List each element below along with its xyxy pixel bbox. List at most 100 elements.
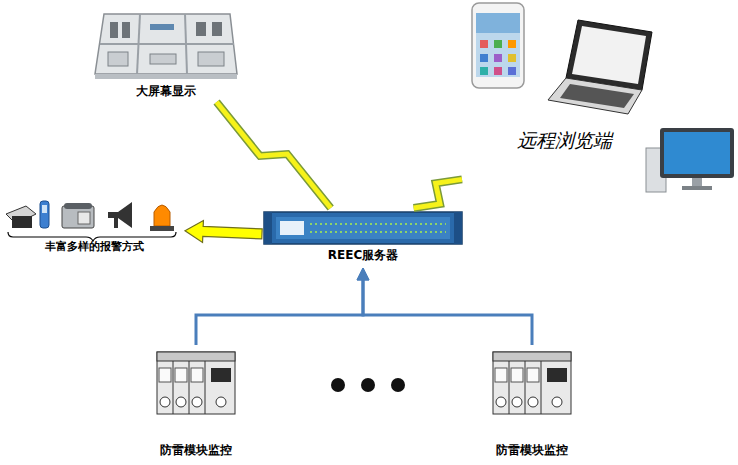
bolt-connector	[217, 102, 331, 208]
floor-edge	[95, 74, 237, 79]
desk	[150, 24, 174, 30]
terminal	[552, 397, 562, 407]
node-label: REEC服务器	[328, 248, 398, 262]
divider	[541, 361, 542, 414]
node-label: 丰富多样的报警方式	[45, 240, 144, 253]
elbow-connector	[357, 268, 532, 345]
rack	[212, 22, 222, 36]
terminal	[176, 397, 186, 407]
handset	[64, 203, 92, 209]
display	[211, 368, 231, 382]
bracket	[8, 232, 176, 241]
fat-connector	[185, 220, 262, 242]
horn-stand	[114, 218, 118, 228]
phone-icon	[472, 3, 524, 88]
rack-ear	[454, 212, 462, 244]
front-panel	[276, 217, 450, 239]
cabinet	[198, 52, 224, 66]
terminal	[512, 397, 522, 407]
alarm-icons	[6, 201, 174, 231]
floor-plan-screen	[95, 14, 237, 79]
divider	[189, 361, 190, 414]
spd-module-right	[493, 352, 571, 414]
wall	[100, 43, 234, 45]
terminal	[160, 397, 170, 407]
module-top	[493, 352, 571, 361]
window	[159, 368, 171, 382]
laptop-base	[548, 78, 642, 114]
phone-body	[472, 3, 524, 88]
remote-node: 远程浏览端	[462, 2, 735, 195]
monitor-neck	[692, 178, 702, 186]
rack	[122, 22, 130, 38]
divider	[525, 361, 526, 414]
arrow-head	[357, 268, 369, 280]
phone-widget	[476, 13, 520, 33]
app-icon	[480, 40, 488, 48]
bolt-fill	[414, 179, 462, 208]
monitor-frame	[660, 128, 734, 178]
spd-module-left	[157, 352, 235, 414]
app-icon	[480, 67, 488, 75]
cabinet	[108, 52, 128, 66]
node-label: 大屏幕显示	[136, 84, 196, 98]
led-row	[310, 231, 446, 233]
window	[495, 368, 507, 382]
rack-ear	[264, 212, 272, 244]
bus-line	[196, 279, 363, 345]
floor-plan	[95, 14, 237, 74]
bolt-outline	[217, 102, 331, 208]
divider	[205, 361, 206, 414]
terminal	[528, 397, 538, 407]
led-row	[310, 223, 446, 225]
alarm-node: 丰富多样的报警方式	[3, 196, 185, 258]
terminal	[216, 397, 226, 407]
beacon-light	[154, 205, 170, 226]
server-icon	[264, 212, 462, 244]
node-label: 防雷模块监控	[496, 443, 568, 457]
laptop-screen	[572, 26, 646, 84]
module-body	[157, 352, 235, 414]
arrow-head	[357, 268, 369, 280]
terminal	[192, 397, 202, 407]
cabinet	[150, 54, 176, 64]
bolt-connector	[414, 179, 462, 208]
screen-node: 大屏幕显示	[92, 8, 240, 102]
app-icon	[494, 67, 502, 75]
ellipsis-dot	[391, 378, 405, 392]
app-icon	[494, 40, 502, 48]
mobile-icon	[40, 201, 49, 228]
rack	[196, 22, 206, 36]
bus-line	[363, 279, 532, 345]
desktop-icon	[646, 128, 734, 192]
node-label: 远程浏览端	[517, 130, 612, 153]
keypad	[78, 212, 90, 224]
module-node: 防雷模块监控	[148, 345, 244, 463]
monitor-stand	[682, 186, 712, 190]
app-icon	[508, 67, 516, 75]
divider	[509, 361, 510, 414]
divider	[173, 361, 174, 414]
elbow-connector	[196, 268, 369, 345]
server-node: REEC服务器	[262, 208, 464, 268]
phone-screen	[476, 13, 520, 77]
window	[175, 368, 187, 382]
logo-plate	[280, 221, 304, 235]
app-icon	[494, 54, 502, 62]
telephone-icon	[62, 206, 94, 228]
mobile-screen	[42, 205, 47, 213]
app-icon	[508, 40, 516, 48]
bolt-outline	[414, 179, 462, 208]
ellipsis-dot	[331, 378, 345, 392]
display	[547, 368, 567, 382]
laptop-icon	[548, 20, 652, 114]
laptop-lid	[566, 20, 652, 90]
ellipsis-dot	[361, 378, 375, 392]
bolt-fill	[217, 102, 331, 208]
fax-base	[12, 216, 32, 228]
app-icon	[508, 54, 516, 62]
fat-arrow	[185, 220, 262, 242]
